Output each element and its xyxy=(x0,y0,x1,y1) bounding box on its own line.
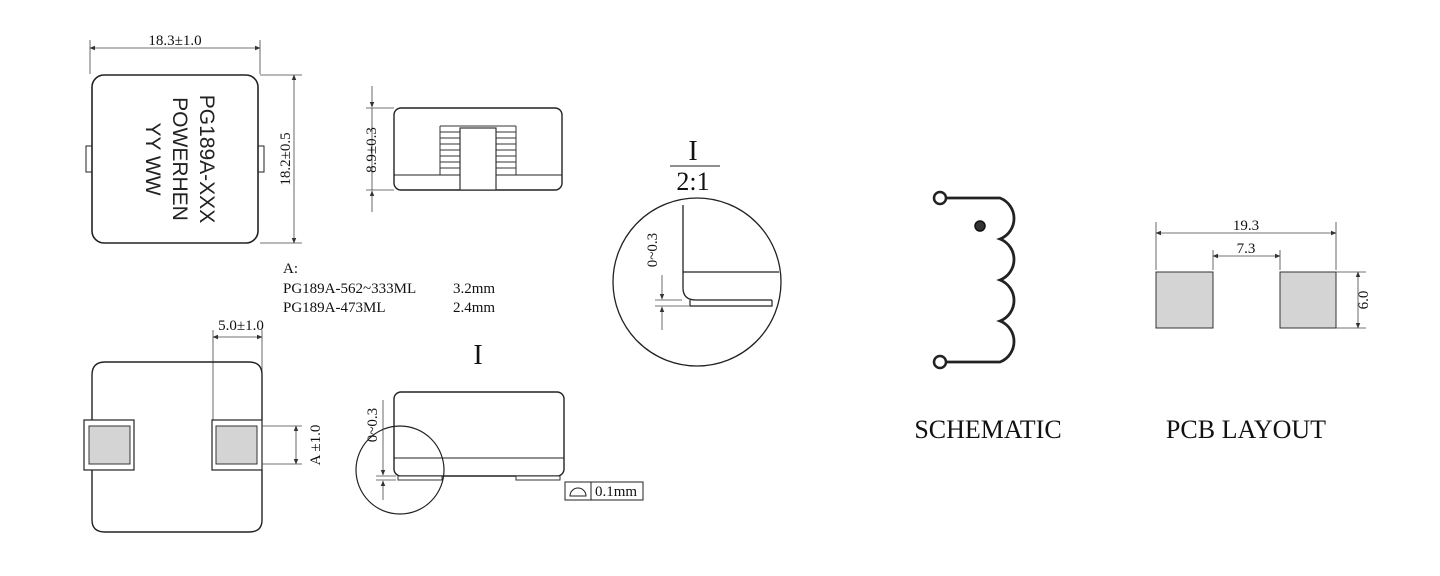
pad-width-dimension: 5.0±1.0 xyxy=(218,318,264,334)
side-height-dimension: 8.9±0.3 xyxy=(364,127,380,173)
terminal-pad-right xyxy=(215,425,258,465)
variant-table: A: PG189A-562~333ML 3.2mm PG189A-473ML 2… xyxy=(283,261,495,316)
detail-callout-circle xyxy=(355,425,445,515)
marking-line-2: POWERHEN xyxy=(168,97,191,221)
schematic: SCHEMATIC xyxy=(914,190,1062,444)
pcb-pad-left xyxy=(1155,271,1214,329)
variant-value-1: 3.2mm xyxy=(453,281,495,297)
flatness-value: 0.1mm xyxy=(595,484,637,500)
schematic-label: SCHEMATIC xyxy=(914,415,1061,444)
side2-gap-dimension: 0~0.3 xyxy=(365,408,381,442)
terminal-pad-left xyxy=(88,425,131,465)
top-view: 18.3±1.0 PG189A-XXX POWERHEN YY WW 18.2±… xyxy=(85,33,302,244)
marking-line-3: YY WW xyxy=(141,122,164,195)
polarity-dot xyxy=(974,220,986,232)
variant-header: A: xyxy=(283,261,298,277)
detail-view: I 2:1 0~0.3 xyxy=(612,136,782,367)
pcb-pad-height-dimension: 6.0 xyxy=(1356,291,1372,310)
pcb-overall-dimension: 19.3 xyxy=(1233,218,1259,234)
pcb-pad-right xyxy=(1279,271,1337,329)
pad-height-dimension: A ±1.0 xyxy=(308,425,324,466)
pcb-layout: 19.3 7.3 6.0 PCB LAYOUT xyxy=(1155,218,1372,444)
bottom-view: 5.0±1.0 A ±1.0 xyxy=(83,318,324,533)
section-label: I xyxy=(473,340,482,371)
detail-gap-dimension: 0~0.3 xyxy=(645,233,661,267)
detail-circle xyxy=(612,197,782,367)
top-width-dimension: 18.3±1.0 xyxy=(148,33,201,49)
flatness-symbol-box xyxy=(564,481,592,501)
variant-part-1: PG189A-562~333ML xyxy=(283,281,416,297)
marking-line-1: PG189A-XXX xyxy=(195,95,218,223)
schematic-terminal-top xyxy=(932,190,948,206)
detail-label: I xyxy=(688,136,697,167)
side-view-2: I 0~0.3 0.1mm xyxy=(355,340,644,515)
variant-value-2: 2.4mm xyxy=(453,300,495,316)
pcb-gap-dimension: 7.3 xyxy=(1237,241,1256,257)
pcb-layout-label: PCB LAYOUT xyxy=(1166,415,1326,444)
schematic-terminal-bottom xyxy=(932,354,948,370)
inductor-coil xyxy=(946,196,1016,364)
side-view: 8.9±0.3 xyxy=(364,86,563,212)
variant-part-2: PG189A-473ML xyxy=(283,300,386,316)
top-height-dimension: 18.2±0.5 xyxy=(278,132,294,185)
detail-scale: 2:1 xyxy=(676,167,709,196)
